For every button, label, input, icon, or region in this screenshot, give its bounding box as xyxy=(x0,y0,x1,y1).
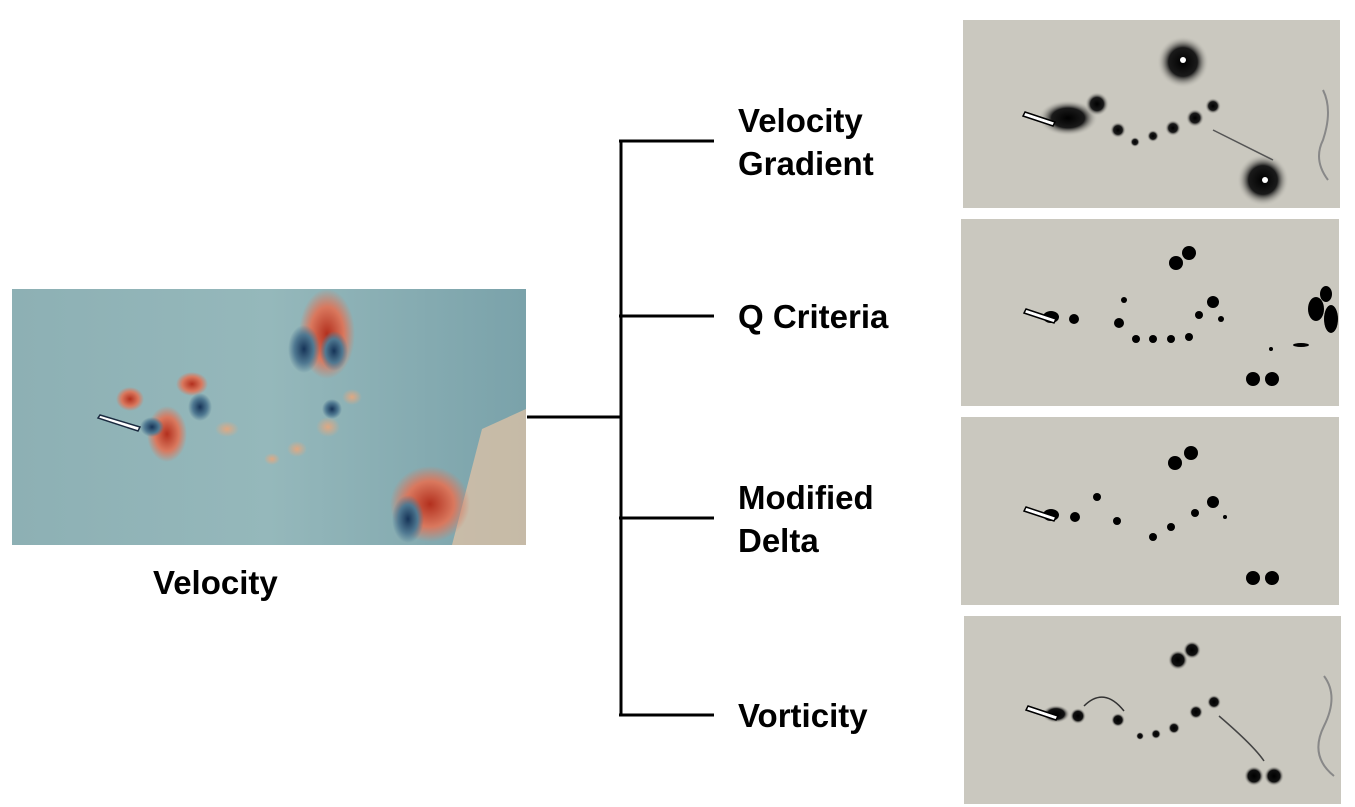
modified-delta-image xyxy=(961,417,1339,605)
vorticity-image xyxy=(964,616,1341,804)
vorticity-label-line-1: Vorticity xyxy=(738,697,868,734)
q-criteria-label-line-1: Q Criteria xyxy=(738,298,889,335)
velocity-gradient-label: Velocity Gradient xyxy=(738,99,874,185)
velocity-gradient-label-line-2: Gradient xyxy=(738,145,874,182)
q-criteria-image xyxy=(961,219,1339,406)
velocity-label: Velocity xyxy=(153,564,278,601)
velocity-gradient-label-line-1: Velocity xyxy=(738,102,863,139)
modified-delta-label: Modified Delta xyxy=(738,476,874,562)
q-criteria-label: Q Criteria xyxy=(738,295,888,338)
velocity-gradient-image xyxy=(963,20,1340,208)
vorticity-label: Vorticity xyxy=(738,694,868,737)
velocity-field-image xyxy=(12,289,526,545)
modified-delta-label-line-2: Delta xyxy=(738,522,819,559)
modified-delta-label-line-1: Modified xyxy=(738,479,874,516)
